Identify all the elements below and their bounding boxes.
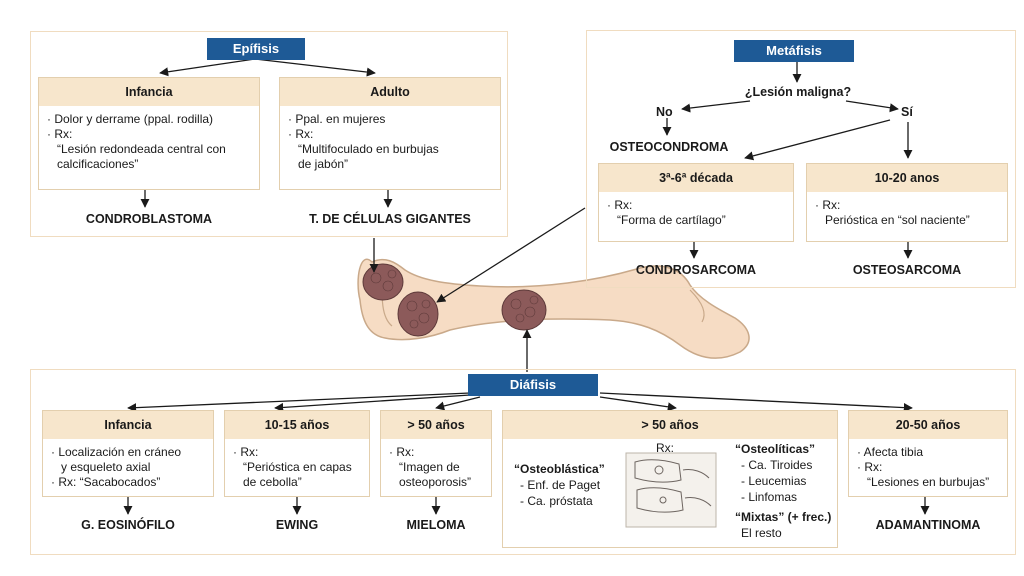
text-line: · Rx: [607, 198, 633, 212]
diagnosis-mieloma: MIELOMA [406, 518, 466, 532]
answer-si: Sí [901, 105, 913, 119]
lesion-diaphysis [501, 289, 547, 331]
diagnosis-osteosarcoma: OSTEOSARCOMA [852, 263, 962, 277]
text-line: de cebolla” [243, 475, 302, 489]
text-line: de jabón” [298, 157, 349, 171]
osteoliticas-item: - Leucemias [741, 474, 807, 488]
diaphysis-ewing-box: 10-15 años · Rx: “Perióstica en capas de… [224, 410, 370, 497]
column-header: 10-15 años [225, 411, 369, 439]
diaphysis-mieloma-box: > 50 años · Rx: “Imagen de osteoporosis” [380, 410, 492, 497]
mixtas-label: “Mixtas” (+ frec.) [735, 510, 832, 524]
femur-illustration [357, 258, 750, 359]
epiphysis-title: Epífisis [207, 38, 305, 60]
column-header: 20-50 años [849, 411, 1007, 439]
column-header: Adulto [280, 78, 500, 106]
lesion-epiphysis [362, 263, 404, 301]
diaphysis-section [30, 369, 1016, 555]
text-line: · Rx: [47, 127, 73, 141]
text-line: “Perióstica en capas [243, 460, 352, 474]
osteoblastica-item: - Enf. de Paget [520, 478, 601, 492]
epiphysis-section [30, 31, 508, 237]
text-line: · Localización en cráneo [51, 445, 182, 459]
text-line: calcificaciones” [57, 157, 139, 171]
metastasis-rx-label: Rx: [656, 441, 674, 455]
osteoblastica-label: “Osteoblástica” [514, 462, 605, 476]
malignant-question: ¿Lesión maligna? [744, 85, 852, 99]
diaphysis-adamantinoma-box: 20-50 años · Afecta tibia · Rx: “Lesione… [848, 410, 1008, 497]
column-header: > 50 años [381, 411, 491, 439]
column-header: 3ª-6ª década [599, 164, 793, 192]
text-line: · Rx: [389, 445, 415, 459]
diagnosis-condrosarcoma: CONDROSARCOMA [635, 263, 757, 277]
text-line: · Dolor y derrame (ppal. rodilla) [47, 112, 214, 126]
diagnosis-osteocondroma: OSTEOCONDROMA [609, 140, 729, 154]
diagnosis-eosinofilo: G. EOSINÓFILO [81, 518, 175, 532]
metaphysis-section [586, 30, 1016, 288]
answer-no: No [656, 105, 673, 119]
diagnosis-celulas-gigantes: T. DE CÉLULAS GIGANTES [309, 212, 471, 226]
connector-arrows [123, 58, 930, 515]
metaphysis-title: Metáfisis [734, 40, 854, 62]
text-line: y esqueleto axial [61, 460, 151, 474]
text-line: Perióstica en “sol naciente” [825, 213, 970, 227]
text-line: “Lesión redondeada central con [57, 142, 226, 156]
vertebra-xray-sketch [625, 452, 717, 528]
metaphysis-anos-box: 10-20 anos · Rx: Perióstica en “sol naci… [806, 163, 1008, 242]
osteoliticas-item: - Ca. Tiroides [741, 458, 813, 472]
text-line: · Rx: [233, 445, 259, 459]
column-header: > 50 años [503, 411, 837, 439]
text-line: · Afecta tibia [857, 445, 924, 459]
metaphysis-decada-box: 3ª-6ª década · Rx: “Forma de cartílago” [598, 163, 794, 242]
osteoblastica-item: - Ca. próstata [520, 494, 593, 508]
osteoliticas-item: - Linfomas [741, 490, 798, 504]
resto-label: El resto [741, 526, 782, 540]
osteoliticas-label: “Osteolíticas” [735, 442, 816, 456]
text-line: “Lesiones en burbujas” [867, 475, 990, 489]
epiphysis-adulto-box: Adulto · Ppal. en mujeres · Rx: “Multifo… [279, 77, 501, 190]
diaphysis-title: Diáfisis [468, 374, 598, 396]
epiphysis-infancia-box: Infancia · Dolor y derrame (ppal. rodill… [38, 77, 260, 190]
text-line: “Forma de cartílago” [617, 213, 726, 227]
text-line: osteoporosis” [399, 475, 472, 489]
column-header: 10-20 anos [807, 164, 1007, 192]
text-line: · Ppal. en mujeres [288, 112, 386, 126]
text-line: “Multifoculado en burbujas [298, 142, 439, 156]
text-line: · Rx: [288, 127, 314, 141]
text-line: · Rx: [815, 198, 841, 212]
diagnosis-adamantinoma: ADAMANTINOMA [875, 518, 981, 532]
diagnosis-condroblastoma: CONDROBLASTOMA [85, 212, 213, 226]
column-header: Infancia [43, 411, 213, 439]
column-header: Infancia [39, 78, 259, 106]
text-line: · Rx: “Sacabocados” [51, 475, 161, 489]
lesion-metaphysis [397, 291, 439, 337]
text-line: · Rx: [857, 460, 883, 474]
text-line: “Imagen de [399, 460, 460, 474]
diaphysis-infancia-box: Infancia · Localización en cráneo y esqu… [42, 410, 214, 497]
diagnosis-ewing: EWING [275, 518, 319, 532]
